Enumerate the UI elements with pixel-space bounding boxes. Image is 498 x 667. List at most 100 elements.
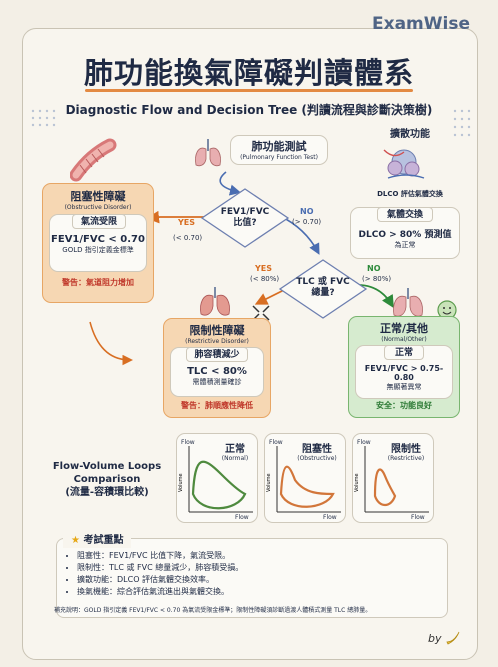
diffusion-line2: 為正常 [394, 241, 416, 249]
diffusion-caption: DLCO 評估氣體交換 [377, 190, 443, 198]
loop-title-restrictive: 限制性 (Restrictive) [379, 440, 433, 462]
diffusion-line1: DLCO > 80% 預測值 [358, 230, 452, 240]
restrictive-inner: 肺容積減少 TLC < 80% 需體積測量確診 [170, 347, 264, 397]
exam-point: 限制性：TLC 或 FVC 總量減少，肺容積受損。 [77, 562, 447, 574]
exam-header: ★ 考試重點 [63, 529, 132, 548]
pft-subtitle: (Pulmonary Function Test) [240, 154, 318, 161]
exam-header-label: 考試重點 [83, 535, 124, 546]
loop-sub: (Restrictive) [387, 455, 425, 462]
smiley-icon [437, 300, 457, 320]
loops-title-line1: Flow-Volume Loops [52, 461, 162, 472]
normal-box: 正常/其他 (Normal/Other) 正常 FEV1/FVC > 0.75-… [348, 316, 460, 418]
loop-axis-y: Volume [178, 473, 184, 492]
loop-panel-obstructive: Volume Flow Flow 阻塞性 (Obstructive) [264, 433, 346, 523]
loop-panel-normal: Volume Flow Flow 正常 (Normal) [176, 433, 258, 523]
obstructive-title: 阻塞性障礙 [70, 190, 126, 203]
edge-no-1: NO [300, 207, 314, 216]
normal-line1: FEV1/FVC > 0.75-0.80 [364, 364, 444, 382]
normal-inner: 正常 FEV1/FVC > 0.75-0.80 無顯著異常 [355, 345, 453, 399]
pft-box: 肺功能測試 (Pulmonary Function Test) [230, 135, 328, 165]
exam-list: 阻塞性：FEV1/FVC 比值下降，氣流受限。 限制性：TLC 或 FVC 總量… [57, 550, 447, 598]
restrictive-subtitle: (Restrictive Disorder) [185, 338, 249, 345]
banana-icon [446, 631, 460, 645]
exam-point: 擴散功能：DLCO 評估氣體交換效率。 [77, 574, 447, 586]
loop-sub: (Normal) [221, 455, 249, 462]
loops-title: Flow-Volume Loops Comparison (流量-容積環比較) [42, 460, 172, 499]
edge-no-2: NO [367, 264, 381, 273]
diffusion-tag: 氣體交換 [377, 207, 433, 222]
obstructive-warning: 警告：氣道阻力增加 [62, 278, 134, 287]
loop-title-obstructive: 阻塞性 (Obstructive) [289, 440, 345, 462]
loop-axis-y: Volume [266, 473, 272, 492]
obstructive-box: 阻塞性障礙 (Obstructive Disorder) 氣流受限 FEV1/F… [42, 183, 154, 303]
loop-axis-label: Flow [323, 514, 337, 521]
loop-name: 阻塞性 [302, 444, 332, 455]
decision-diamond [200, 188, 290, 248]
decision1-label: FEV1/FVC 比值? [210, 207, 280, 229]
exam-note: 補充說明：GOLD 指引定義 FEV1/FVC < 0.70 為氣流受限金標準；… [54, 607, 372, 614]
pft-title: 肺功能測試 [251, 140, 307, 153]
decision-diamond [278, 259, 368, 319]
edge-yes-1: YES [178, 218, 196, 227]
loop-axis-label: Flow [269, 439, 283, 446]
dot-grid-icon [453, 109, 471, 137]
normal-title: 正常/其他 [379, 322, 429, 335]
compression-icon [252, 305, 270, 321]
page-title: 肺功能換氣障礙判讀體系 [83, 56, 414, 90]
loops-title-line3: (流量-容積環比較) [65, 487, 149, 498]
normal-subtitle: (Normal/Other) [381, 336, 427, 343]
lungs-icon [200, 287, 230, 316]
loop-sub: (Obstructive) [297, 455, 337, 462]
loop-axis-label: Flow [357, 439, 371, 446]
restrictive-warning: 警告：肺順應性降低 [181, 401, 253, 410]
brand-logo: ExamWise [372, 14, 470, 34]
exam-box: ★ 考試重點 阻塞性：FEV1/FVC 比值下降，氣流受限。 限制性：TLC 或… [56, 529, 448, 618]
normal-status: 安全：功能良好 [376, 401, 432, 410]
restrictive-title: 限制性障礙 [189, 324, 245, 337]
obstructive-subtitle: (Obstructive Disorder) [64, 204, 132, 211]
alveoli-icon [383, 149, 425, 179]
exam-point: 阻塞性：FEV1/FVC 比值下降，氣流受限。 [77, 550, 447, 562]
loop-axis-y: Volume [354, 473, 360, 492]
loop-chart-restrictive: Volume [354, 446, 429, 513]
edge-no-2-cond: (> 80%) [362, 275, 392, 283]
restrictive-line2: 需體積測量確診 [192, 378, 242, 386]
obstructive-line2: GOLD 指引定義金標準 [62, 246, 134, 254]
title-underline [85, 89, 413, 92]
lungs-icon [195, 139, 221, 167]
decision2-line1: TLC 或 FVC [296, 277, 350, 287]
decision2-line2: 總量? [311, 288, 335, 298]
airway-icon [70, 138, 117, 182]
diffusion-title: 擴散功能 [390, 129, 430, 140]
dot-grid-icon [31, 109, 56, 127]
normal-tag: 正常 [384, 345, 424, 360]
decision1-line1: FEV1/FVC [220, 207, 270, 217]
page-subtitle: Diagnostic Flow and Decision Tree (判讀流程與… [65, 103, 433, 117]
diffusion-box: 氣體交換 DLCO > 80% 預測值 為正常 [350, 207, 460, 259]
decision1-line2: 比值? [233, 218, 257, 228]
edge-yes-1-cond: (< 0.70) [173, 234, 203, 242]
loop-name: 限制性 [391, 444, 421, 455]
lungs-icon [393, 288, 423, 317]
signature: by [428, 632, 442, 645]
loops-title-line2: Comparison [73, 474, 141, 485]
exam-point: 換氣機能：綜合評估氣流進出與氣體交換。 [77, 586, 447, 598]
obstructive-inner: 氣流受限 FEV1/FVC < 0.70 GOLD 指引定義金標準 [49, 214, 147, 272]
restrictive-box: 限制性障礙 (Restrictive Disorder) 肺容積減少 TLC <… [163, 318, 271, 418]
loop-chart-normal: Volume [178, 446, 253, 513]
loop-axis-label: Flow [411, 514, 425, 521]
star-icon: ★ [71, 535, 80, 546]
loop-axis-label: Flow [235, 514, 249, 521]
edge-yes-2-cond: (< 80%) [250, 275, 280, 283]
obstructive-line1: FEV1/FVC < 0.70 [51, 234, 145, 245]
obstructive-tag: 氣流受限 [72, 214, 126, 229]
restrictive-line1: TLC < 80% [187, 366, 247, 377]
edge-yes-2: YES [255, 264, 273, 273]
edge-no-1-cond: (> 0.70) [292, 218, 322, 226]
loop-chart-obstructive: Volume [266, 446, 341, 513]
restrictive-tag: 肺容積減少 [186, 347, 248, 362]
loop-axis-label: Flow [181, 439, 195, 446]
loop-title-normal: 正常 (Normal) [213, 440, 257, 462]
